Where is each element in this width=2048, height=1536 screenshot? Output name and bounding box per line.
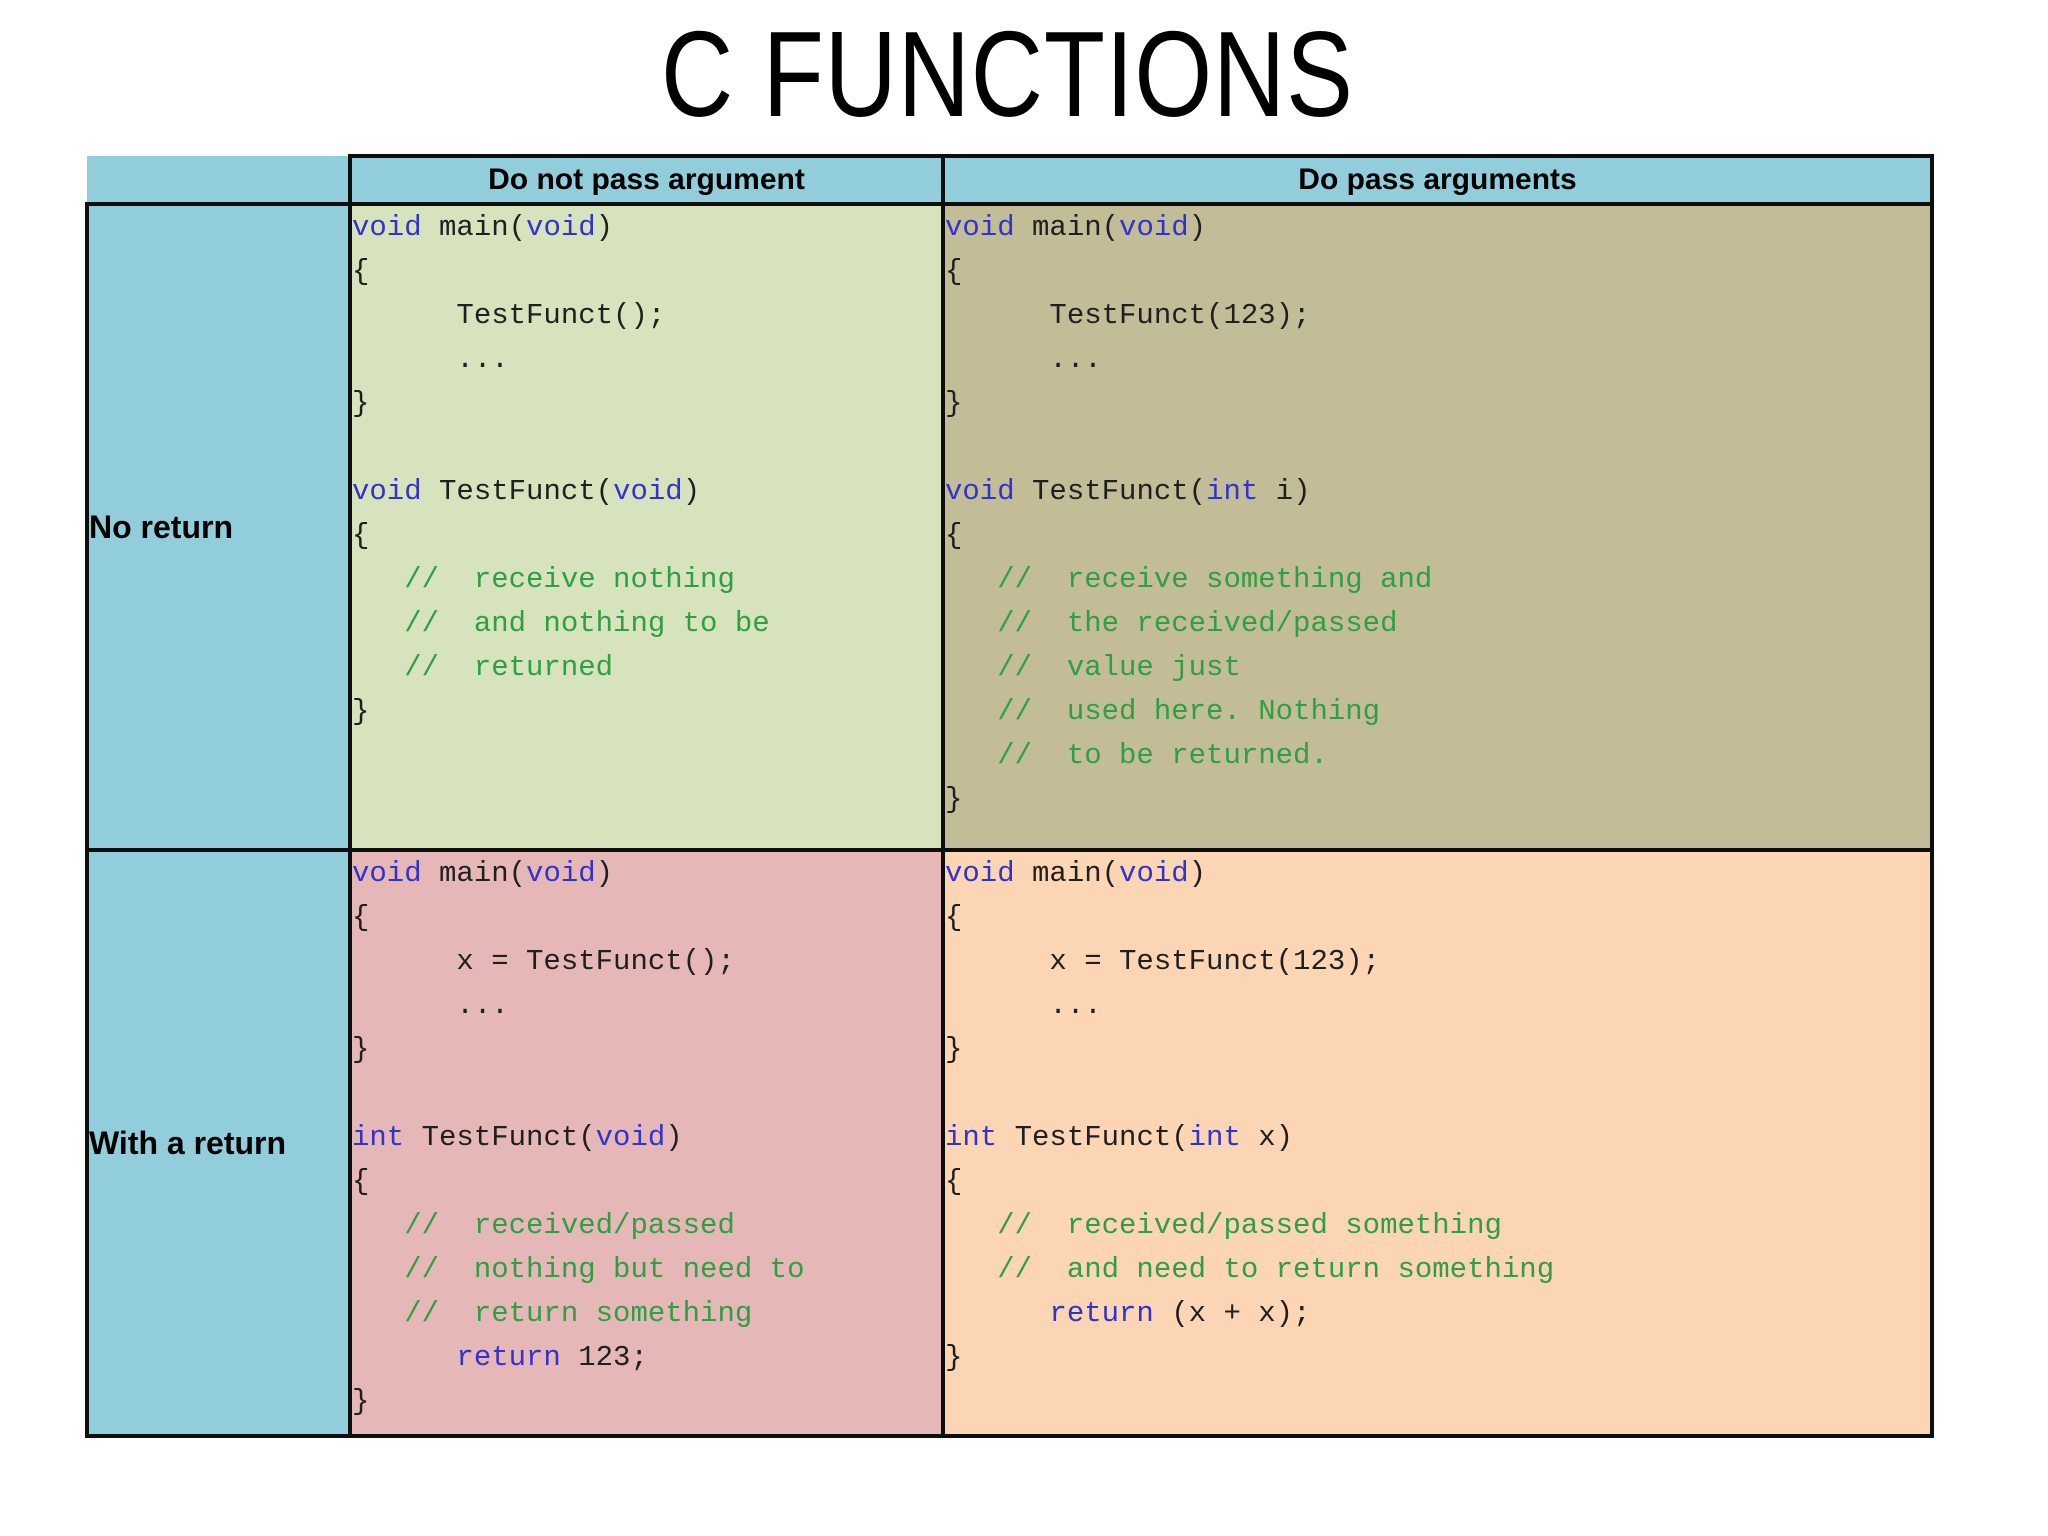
code-line: void main(void) xyxy=(352,211,614,244)
code-line: // receive something and xyxy=(945,563,1433,596)
corner-cell xyxy=(87,156,350,204)
code-line: TestFunct(123); xyxy=(945,299,1311,332)
code-line: { xyxy=(945,1165,963,1198)
code-line: void TestFunct(int i) xyxy=(945,475,1311,508)
code-line xyxy=(352,426,941,470)
code-line: return (x + x); xyxy=(1049,1297,1311,1330)
col-header-args: Do pass arguments xyxy=(941,154,1934,206)
cell-no-return-no-args: void main(void) { TestFunct(); ...} void … xyxy=(348,202,945,852)
code-line: } xyxy=(945,783,963,816)
cell-no-return-args: void main(void) { TestFunct(123); ...} vo… xyxy=(941,202,1934,852)
code-line: x = TestFunct(); xyxy=(352,945,735,978)
code-line: // and need to return something xyxy=(945,1253,1555,1286)
code-line: x = TestFunct(123); xyxy=(945,945,1381,978)
code-line: ... xyxy=(352,343,509,376)
cell-return-args: void main(void) { x = TestFunct(123); ...… xyxy=(941,848,1934,1438)
code-line: return 123; xyxy=(456,1341,648,1374)
code-line: // received/passed something xyxy=(945,1209,1502,1242)
code-line: } xyxy=(352,1385,370,1418)
code-line: } xyxy=(352,1033,370,1066)
code-line: // nothing but need to xyxy=(352,1253,805,1286)
code-line: // to be returned. xyxy=(945,739,1328,772)
code-line: void main(void) xyxy=(945,211,1207,244)
code-line: void main(void) xyxy=(352,857,614,890)
code-line: ... xyxy=(352,989,509,1022)
code-line: ... xyxy=(945,343,1102,376)
row-header-with-return: With a return xyxy=(85,848,352,1438)
c-functions-table: Do not pass argument Do pass arguments N… xyxy=(85,154,1934,1438)
code-line: ... xyxy=(945,989,1102,1022)
code-line: // value just xyxy=(945,651,1241,684)
code-line: } xyxy=(352,387,370,420)
col-header-no-args: Do not pass argument xyxy=(348,154,945,206)
code-line xyxy=(945,426,1930,470)
code-line xyxy=(945,1072,1930,1116)
code-line: int TestFunct(int x) xyxy=(945,1121,1294,1154)
code-line: { xyxy=(352,519,370,552)
code-line: void main(void) xyxy=(945,857,1207,890)
code-line: { xyxy=(352,1165,370,1198)
code-line: // receive nothing xyxy=(352,563,735,596)
code-line: } xyxy=(945,387,963,420)
code-line: // received/passed xyxy=(352,1209,735,1242)
code-line: } xyxy=(352,695,370,728)
code-line: { xyxy=(945,519,963,552)
row-header-no-return: No return xyxy=(85,202,352,852)
code-line: { xyxy=(352,901,370,934)
code-line: TestFunct(); xyxy=(352,299,666,332)
slide-title-area: C FUNCTIONS xyxy=(85,0,1930,150)
code-line: // used here. Nothing xyxy=(945,695,1381,728)
code-line: } xyxy=(945,1033,963,1066)
code-line: { xyxy=(945,901,963,934)
code-line: int TestFunct(void) xyxy=(352,1121,683,1154)
code-line: // and nothing to be xyxy=(352,607,770,640)
code-line: void TestFunct(void) xyxy=(352,475,701,508)
code-line: // return something xyxy=(352,1297,753,1330)
cell-return-no-args: void main(void) { x = TestFunct(); ...} i… xyxy=(348,848,945,1438)
code-line: { xyxy=(352,255,370,288)
code-line xyxy=(352,1072,941,1116)
code-line: // the received/passed xyxy=(945,607,1398,640)
page-title: C FUNCTIONS xyxy=(661,6,1354,142)
code-line: } xyxy=(945,1341,963,1374)
code-line: { xyxy=(945,255,963,288)
code-line: // returned xyxy=(352,651,614,684)
